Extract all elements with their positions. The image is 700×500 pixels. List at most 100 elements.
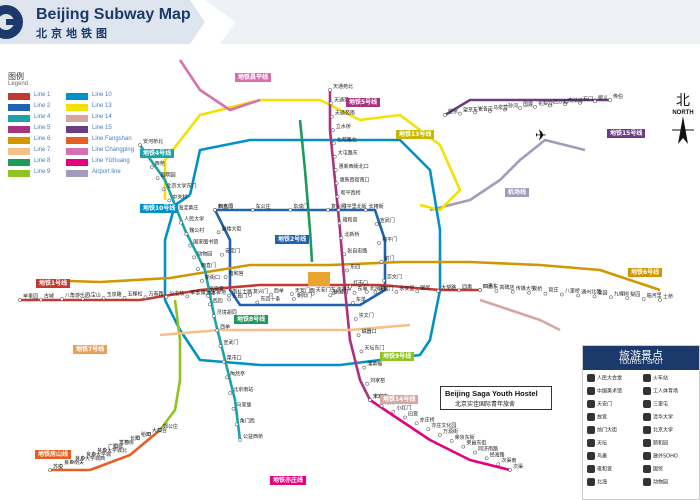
tourist-spot-item[interactable]: 清华大学 — [643, 413, 673, 423]
line5-station-label[interactable]: 东单 — [356, 296, 366, 303]
line2-station-label[interactable]: 西直门 — [218, 203, 233, 210]
line-east-station-label[interactable]: 通州北苑 — [581, 288, 601, 295]
fangshan-station-dot[interactable] — [92, 452, 96, 456]
line1-station-dot[interactable] — [39, 297, 43, 302]
line1-station-dot[interactable] — [206, 294, 211, 298]
line4-station-dot[interactable] — [234, 422, 239, 427]
line4-station-label[interactable]: 菜市口 — [227, 355, 242, 362]
line5-station-dot[interactable] — [331, 128, 335, 132]
line1-station-label[interactable]: 东单 — [358, 286, 368, 293]
line-east-station-label[interactable]: 高碑店 — [499, 284, 514, 291]
line15-station-label[interactable]: 崔各庄 — [478, 105, 493, 112]
line-east-station-label[interactable]: 九棵树 — [614, 290, 629, 297]
fangshan-station-dot[interactable] — [103, 448, 107, 452]
line4-station-label[interactable]: 西直门 — [201, 262, 216, 269]
line1-station-label[interactable]: 五棵松 — [128, 291, 143, 298]
line1-station-label[interactable]: 王府井 — [337, 286, 352, 293]
line1-station-label[interactable]: 苹果园 — [23, 293, 38, 300]
line5-station-dot[interactable] — [365, 381, 369, 386]
yizhuang-station-label[interactable]: 万源街 — [443, 428, 458, 435]
line1-station-dot[interactable] — [331, 291, 336, 296]
line4-station-label[interactable]: 西单 — [220, 323, 230, 330]
line1-station-dot[interactable] — [80, 296, 85, 301]
line1-station-label[interactable]: 玉泉路 — [107, 291, 122, 298]
line-east-station-dot[interactable] — [543, 291, 548, 296]
line1-station-label[interactable]: 军事博物馆 — [190, 289, 215, 296]
line15-station-label[interactable]: 孙河 — [508, 103, 518, 110]
line5-station-label[interactable]: 惠新西街南口 — [340, 176, 370, 183]
line-east-station-dot[interactable] — [527, 290, 531, 295]
line1-station-dot[interactable] — [269, 292, 273, 297]
tourist-spot-item[interactable]: 动物园 — [643, 478, 668, 488]
line4-station-label[interactable]: 北京南站 — [233, 386, 253, 393]
fangshan-station-label[interactable]: 大葆台 — [152, 427, 167, 434]
line5-station-dot[interactable] — [329, 101, 333, 106]
line4-station-dot[interactable] — [200, 279, 204, 283]
yizhuang-station-dot[interactable] — [414, 421, 419, 426]
line15-station-label[interactable]: 南法信 — [568, 97, 583, 104]
line1-station-label[interactable]: 八角游乐园 — [65, 292, 90, 299]
yizhuang-station-label[interactable]: 亦庄桥 — [420, 416, 435, 423]
line5-station-label[interactable]: 和平西桥 — [341, 190, 361, 197]
line4-station-dot[interactable] — [211, 314, 216, 318]
tourist-spot-item[interactable]: 天坛 — [587, 439, 607, 449]
line-east-station-label[interactable]: 八里桥 — [565, 288, 580, 295]
line15-station-label[interactable]: 花梨坎 — [538, 100, 553, 107]
tourist-spot-item[interactable]: 雍和宫 — [587, 465, 612, 475]
line2-station-label[interactable]: 东直门 — [232, 292, 247, 299]
line5-station-label[interactable]: 惠新西街北口 — [339, 163, 369, 170]
line5-station-label[interactable]: 灯市口 — [353, 280, 368, 287]
line-east-station-dot[interactable] — [625, 296, 630, 301]
line1-station-dot[interactable] — [373, 290, 378, 295]
line1-station-label[interactable]: 公主坟 — [169, 290, 184, 297]
line1-station-dot[interactable] — [248, 293, 252, 297]
line2-station-dot[interactable] — [223, 275, 228, 279]
line15-station-dot[interactable] — [503, 107, 507, 112]
line15-station-dot[interactable] — [518, 106, 522, 111]
line2-station-dot[interactable] — [363, 208, 368, 212]
line2-station-label[interactable]: 鼓楼大街 — [222, 225, 242, 232]
line4-station-label[interactable]: 角门西 — [240, 417, 255, 424]
line-10[interactable] — [163, 138, 442, 367]
line2-station-label[interactable]: 长椿街 — [369, 203, 384, 210]
line5-station-dot[interactable] — [334, 181, 339, 186]
line4-station-dot[interactable] — [149, 165, 154, 170]
line1-station-dot[interactable] — [59, 297, 64, 301]
line1-station-label[interactable]: 复兴门 — [253, 288, 268, 295]
line1-station-dot[interactable] — [227, 293, 231, 298]
yizhuang-station-dot[interactable] — [426, 427, 431, 432]
line-east-station-dot[interactable] — [658, 298, 662, 302]
line2-station-label[interactable]: 东四十条 — [260, 295, 280, 302]
line2-station-label[interactable]: 雍和宫 — [229, 270, 244, 277]
tourist-spot-item[interactable]: 三里屯 — [643, 400, 668, 410]
line1-station-label[interactable]: 建国门 — [378, 285, 393, 292]
line4-station-label[interactable]: 海淀黄庄 — [178, 205, 198, 212]
line5-station-label[interactable]: 立水桥 — [336, 123, 351, 130]
line4-station-dot[interactable] — [192, 255, 196, 260]
yizhuang-station-dot[interactable] — [368, 398, 372, 402]
line2-station-dot[interactable] — [216, 230, 221, 235]
yizhuang-station-dot[interactable] — [473, 450, 477, 455]
line-east-station-dot[interactable] — [576, 293, 581, 298]
line5-station-dot[interactable] — [339, 236, 344, 240]
yizhuang-station-dot[interactable] — [496, 462, 501, 467]
line2-station-label[interactable]: 和平门 — [382, 236, 397, 243]
line-fangshan[interactable] — [50, 429, 161, 472]
line15-station-dot[interactable] — [548, 103, 552, 108]
line5-station-dot[interactable] — [348, 284, 352, 289]
line1-station-label[interactable]: 古城 — [44, 293, 54, 300]
line2-station-dot[interactable] — [381, 278, 386, 283]
line-yizhuang[interactable] — [369, 398, 511, 472]
yizhuang-station-dot[interactable] — [438, 433, 442, 437]
line5-station-label[interactable]: 东四 — [350, 263, 360, 270]
airport-line[interactable] — [429, 138, 586, 212]
line2-station-dot[interactable] — [213, 208, 217, 212]
line2-station-label[interactable]: 车公庄 — [256, 203, 271, 210]
line4-station-dot[interactable] — [225, 375, 229, 380]
line-east-station-dot[interactable] — [641, 297, 646, 301]
line1-station-label[interactable]: 八宝山 — [86, 292, 101, 299]
yizhuang-station-dot[interactable] — [449, 438, 454, 443]
line2-station-dot[interactable] — [220, 252, 224, 257]
line-15[interactable] — [444, 98, 610, 117]
